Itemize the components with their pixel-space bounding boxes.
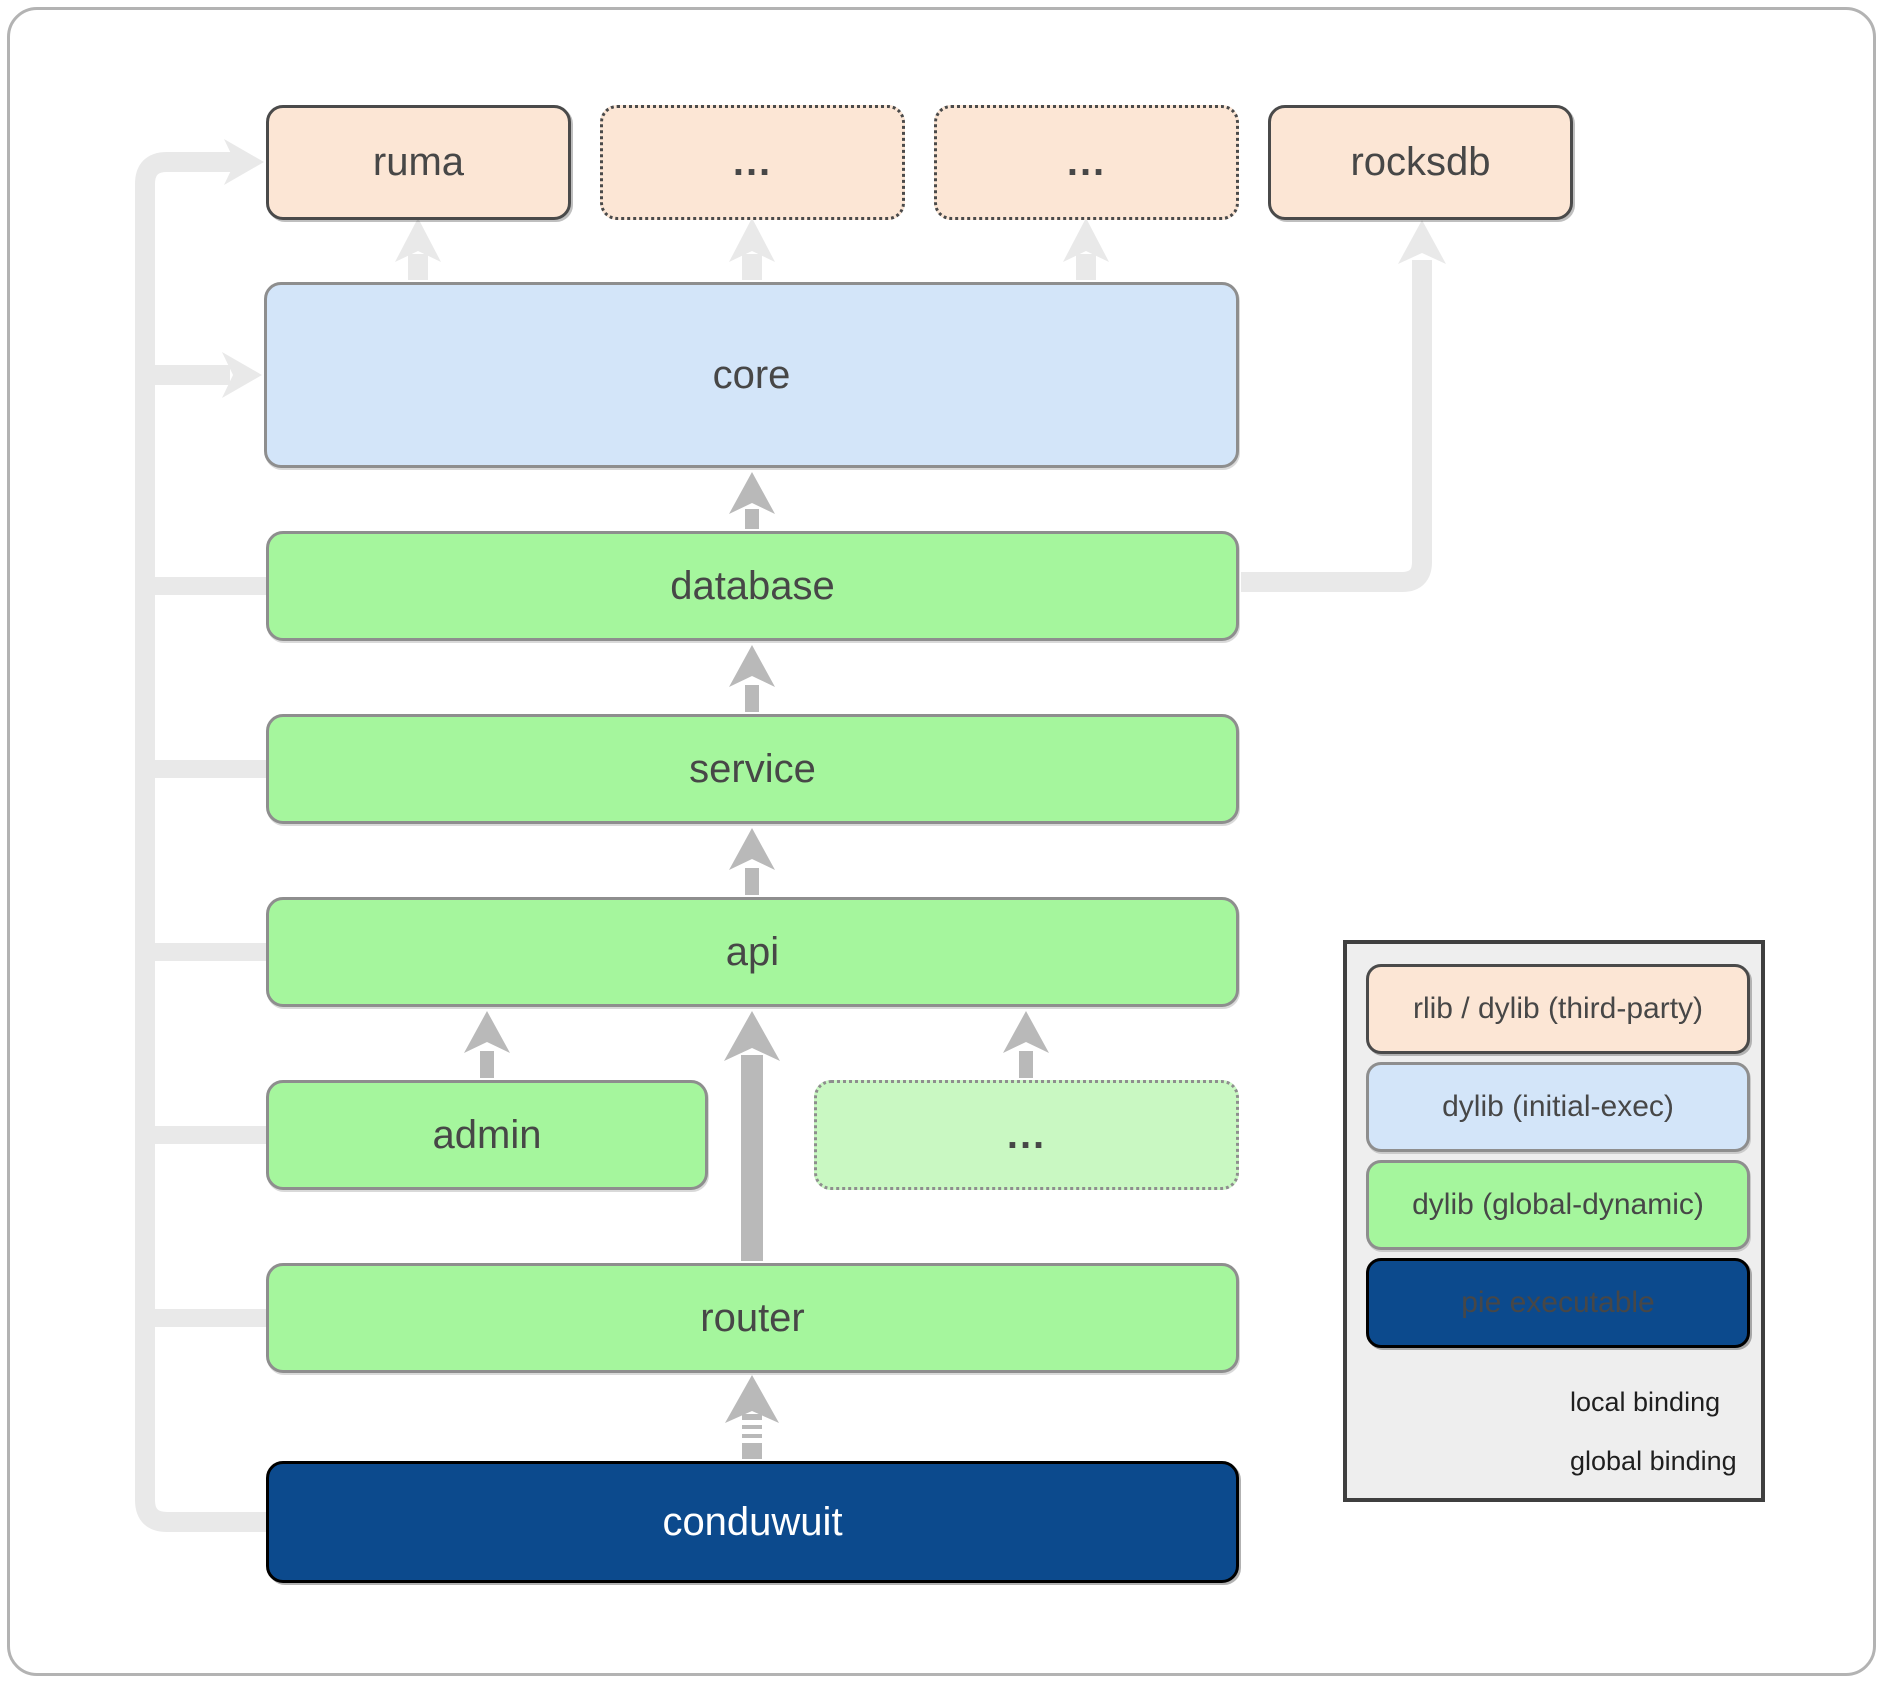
arrowhead-up-icon [464, 1011, 510, 1053]
arrowhead-up-icon [1398, 220, 1446, 264]
edge-core-to-ruma [395, 218, 441, 280]
edge-core-to-dots-2 [1063, 218, 1109, 280]
edge-conduwuit-bus [135, 139, 270, 1532]
legend-item-global-dynamic: dylib (global-dynamic) [1366, 1160, 1750, 1250]
legend-item-pie-executable: pie executable [1366, 1258, 1750, 1348]
node-service: service [266, 714, 1239, 824]
node-ruma: ruma [266, 105, 571, 220]
arrowhead-into-core-icon [222, 352, 262, 398]
edge-core-to-dots-1 [729, 218, 775, 280]
edge-admin-to-api [464, 1011, 510, 1078]
edge-dots-modules-to-api [1003, 1011, 1049, 1078]
arrowhead-up-icon [1003, 1011, 1049, 1053]
arrowhead-up-icon [729, 218, 775, 262]
node-api: api [266, 897, 1239, 1007]
arrowhead-up-icon [395, 218, 441, 262]
node-database: database [266, 531, 1239, 641]
node-dots-top-1: ... [600, 105, 905, 220]
legend-panel: rlib / dylib (third-party) dylib (initia… [1343, 940, 1765, 1502]
edge-conduwuit-to-router [725, 1375, 779, 1459]
node-rocksdb: rocksdb [1268, 105, 1573, 220]
edge-database-to-core [729, 472, 775, 529]
arrowhead-up-icon [1063, 218, 1109, 262]
edge-api-to-service [729, 828, 775, 895]
edge-database-to-rocksdb [1241, 220, 1446, 592]
legend-label-local-binding: local binding [1570, 1386, 1721, 1417]
arrowhead-up-icon [729, 828, 775, 870]
edge-router-to-api [724, 1011, 780, 1261]
legend-label-global-binding: global binding [1570, 1445, 1737, 1476]
node-admin: admin [266, 1080, 708, 1190]
node-router: router [266, 1263, 1239, 1373]
page-border [7, 7, 1876, 1676]
arrowhead-up-icon [724, 1011, 780, 1061]
node-dots-top-2: ... [934, 105, 1239, 220]
arrowhead-up-icon [725, 1375, 779, 1423]
legend-item-initial-exec: dylib (initial-exec) [1366, 1062, 1750, 1152]
legend-item-third-party: rlib / dylib (third-party) [1366, 964, 1750, 1054]
node-core: core [264, 282, 1239, 468]
node-conduwuit: conduwuit [266, 1461, 1239, 1583]
arrowhead-up-icon [729, 472, 775, 514]
arrowhead-into-ruma-icon [224, 139, 264, 185]
edge-service-to-database [729, 645, 775, 712]
arrowhead-up-icon [729, 645, 775, 687]
node-dots-modules: ... [814, 1080, 1239, 1190]
